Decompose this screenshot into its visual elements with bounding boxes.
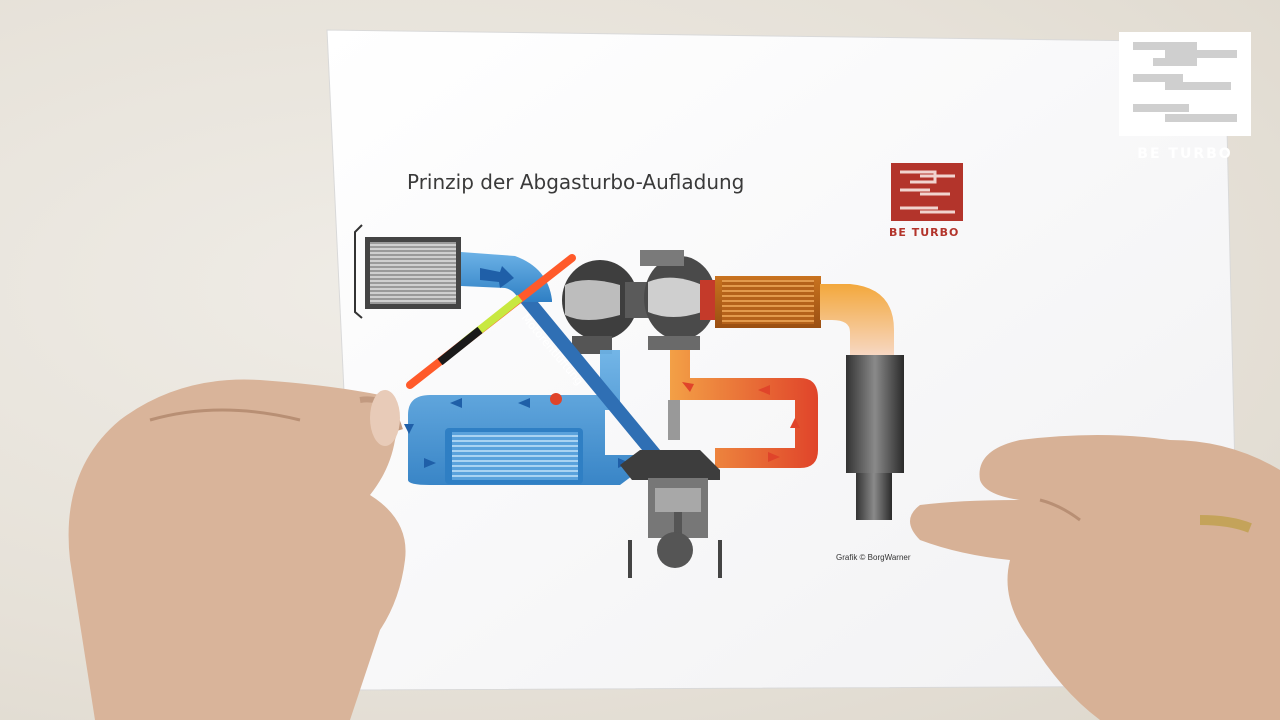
exhaust-muffler-icon [846, 355, 904, 520]
tail-pipe-bend [820, 284, 894, 358]
intercooler-icon [445, 428, 583, 484]
page-title: Prinzip der Abgasturbo-Aufladung [407, 170, 745, 194]
turbocharger-icon [562, 250, 716, 354]
watermark-text: BE TURBO [1137, 146, 1233, 162]
engine-icon [620, 400, 722, 578]
wastegate-marker [550, 393, 562, 405]
exhaust-pipe [670, 350, 818, 468]
be-turbo-watermark-icon [1119, 32, 1251, 136]
paper-logo-text: BE TURBO [889, 226, 960, 239]
air-filter-icon [354, 224, 461, 319]
paper-be-turbo-logo [891, 163, 963, 221]
exhaust-arrows [682, 382, 800, 462]
catalytic-converter-icon [715, 276, 821, 328]
graphic-credit: Grafik © BorgWarner [836, 553, 911, 562]
hand [910, 435, 1280, 720]
turbine-outlet-pipe [700, 280, 718, 320]
hand [68, 379, 406, 720]
